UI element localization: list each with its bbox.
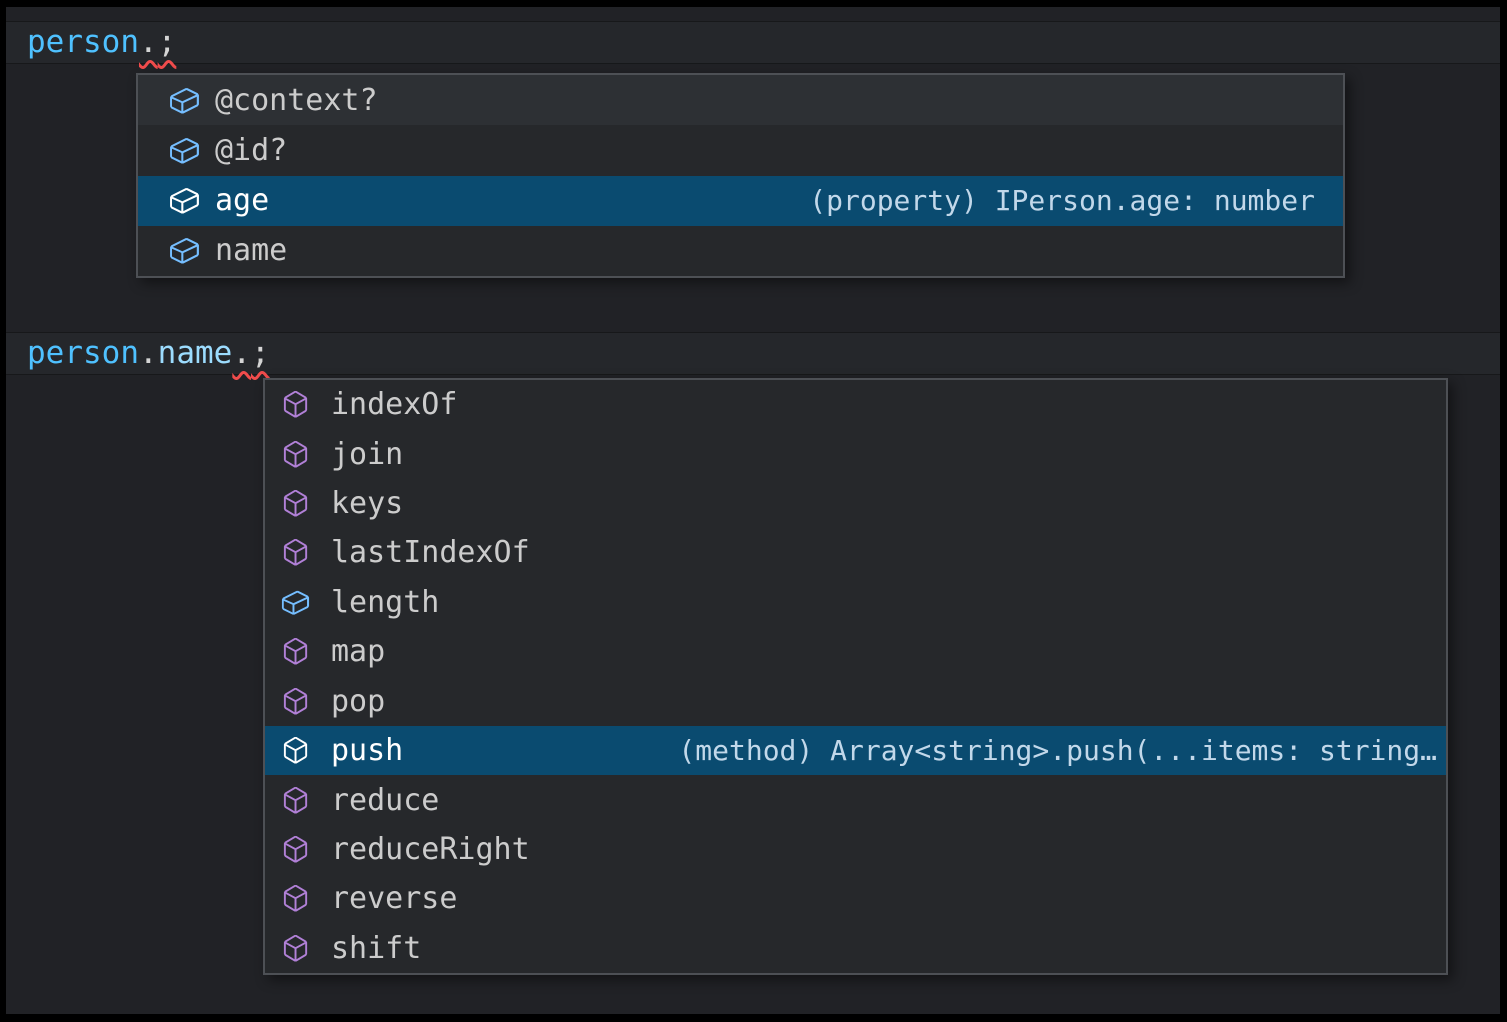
method-icon: [280, 834, 311, 865]
suggest-item[interactable]: reduceRight: [265, 825, 1446, 874]
field-icon: [168, 234, 201, 267]
method-icon: [280, 439, 311, 470]
suggest-item-label: keys: [331, 486, 404, 522]
suggest-item[interactable]: @id?: [138, 125, 1343, 175]
suggest-item[interactable]: @context?: [138, 75, 1343, 126]
suggest-item[interactable]: join: [265, 429, 1446, 478]
suggest-item-label: lastIndexOf: [331, 535, 530, 571]
suggest-item-label: @id?: [215, 132, 288, 168]
method-icon: [280, 636, 311, 667]
suggest-item-label: push: [331, 733, 404, 769]
field-icon: [168, 184, 201, 217]
method-icon: [280, 686, 311, 717]
suggest-item[interactable]: shift: [265, 924, 1446, 973]
suggest-item-label: reduceRight: [331, 832, 530, 867]
code-token: name: [157, 335, 233, 371]
suggest-item[interactable]: name: [138, 226, 1343, 276]
field-icon: [168, 134, 201, 167]
suggest-item-label: length: [331, 584, 440, 620]
code-line-2[interactable]: person.name.;: [6, 332, 1500, 375]
code-line-1[interactable]: person.;: [6, 21, 1500, 64]
suggest-item-detail: (property) IPerson.age: number: [809, 184, 1315, 218]
method-icon: [280, 735, 311, 766]
suggest-item-detail: (method) Array<string>.push(...items: st…: [678, 734, 1437, 768]
suggest-item-label: shift: [331, 930, 422, 966]
method-icon: [280, 389, 311, 420]
method-icon: [280, 537, 311, 568]
code-token: person: [27, 335, 139, 371]
suggest-item-label: join: [331, 436, 404, 472]
suggest-item-label: pop: [331, 683, 386, 719]
suggest-item-label: map: [331, 634, 386, 670]
suggest-item[interactable]: map: [265, 627, 1446, 676]
suggest-item-label: @context?: [215, 82, 378, 118]
code-token: .: [232, 335, 251, 371]
code-token: ;: [250, 335, 270, 371]
suggest-item-label: reduce: [331, 782, 440, 818]
method-icon: [280, 933, 311, 964]
field-icon: [168, 84, 201, 117]
code-editor-surface[interactable]: person.; @context? @id? age (property) I…: [6, 7, 1500, 1014]
suggest-item-label: age: [215, 183, 270, 219]
suggest-item[interactable]: indexOf: [265, 380, 1446, 429]
code-token: .: [138, 24, 158, 60]
suggest-item[interactable]: keys: [265, 479, 1446, 528]
code-token: person: [27, 24, 139, 60]
suggest-item[interactable]: reverse: [265, 874, 1446, 923]
suggest-item[interactable]: pop: [265, 677, 1446, 726]
suggest-item[interactable]: lastIndexOf: [265, 528, 1446, 577]
code-token: ;: [157, 24, 177, 60]
suggest-item[interactable]: push (method) Array<string>.push(...item…: [265, 725, 1446, 776]
suggest-item-label: reverse: [331, 881, 458, 917]
suggest-item-label: name: [215, 233, 288, 269]
suggest-item[interactable]: age (property) IPerson.age: number: [138, 175, 1343, 226]
code-token: .: [138, 335, 158, 371]
suggest-item-label: indexOf: [331, 387, 458, 423]
suggest-item[interactable]: length: [265, 578, 1446, 627]
method-icon: [280, 785, 311, 816]
method-icon: [280, 488, 311, 519]
field-icon: [280, 587, 311, 618]
method-icon: [280, 883, 311, 914]
suggest-widget-name-members: indexOf join keys lastIndexOf length map…: [263, 378, 1448, 975]
suggest-widget-person-members: @context? @id? age (property) IPerson.ag…: [136, 73, 1345, 278]
suggest-item[interactable]: reduce: [265, 775, 1446, 824]
